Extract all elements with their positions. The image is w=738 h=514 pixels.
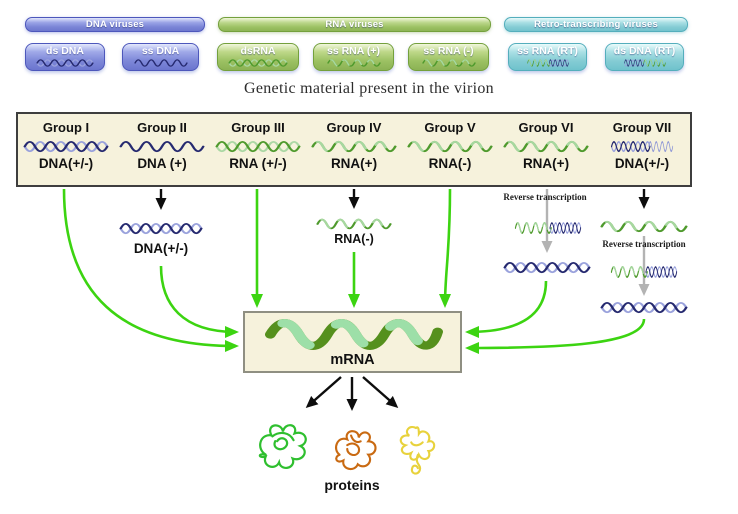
retro-viruses-family-bar: Retro-transcribing viruses	[504, 17, 688, 32]
virion-genome-groups-box: Group I DNA(+/-) Group II DNA (+) Group …	[16, 112, 692, 187]
group-2-column: Group II DNA (+)	[114, 120, 210, 185]
group7-to-mrna-arrow	[465, 318, 646, 354]
pill-ss-dna: ss DNA	[122, 43, 199, 71]
group7-reverse-transcription-label: Reverse transcription	[602, 239, 686, 249]
rna-wave-icon	[407, 139, 493, 154]
dna-viruses-family-bar: DNA viruses	[25, 17, 205, 32]
dna-rna-hybrid-icon	[616, 58, 674, 68]
pill-ss-rna-minus: ss RNA (-)	[408, 43, 489, 71]
group-2-genome: DNA (+)	[137, 156, 187, 171]
group-6-genome: RNA(+)	[522, 156, 570, 171]
group2-dna-helix-icon	[119, 221, 203, 236]
double-helix-rna-icon	[215, 139, 301, 154]
retro-viruses-family-label: Retro-transcribing viruses	[534, 19, 658, 30]
pill-ds-dna-rt: ds DNA (RT)	[605, 43, 684, 71]
pill-ss-dna-label: ss DNA	[141, 45, 180, 57]
rna-dna-hybrid-icon	[519, 58, 577, 68]
rna-wave-icon	[327, 58, 381, 68]
group6-rna-dna-hybrid-icon	[505, 220, 591, 236]
pill-ss-rna-minus-label: ss RNA (-)	[423, 45, 474, 57]
translation-arrow-right	[362, 376, 399, 408]
group-1-genome: DNA(+/-)	[38, 156, 94, 171]
group-5-column: Group V RNA(-)	[402, 120, 498, 185]
group-7-name: Group VII	[612, 120, 672, 135]
dna-wave-icon	[119, 139, 205, 154]
rna-wave-icon	[422, 58, 476, 68]
group-7-genome: DNA(+/-)	[614, 156, 670, 171]
double-helix-dna-icon	[36, 58, 94, 68]
group-4-genome: RNA(+)	[330, 156, 378, 171]
pill-ds-dna-rt-label: ds DNA (RT)	[613, 45, 676, 57]
rna-viruses-family-bar: RNA viruses	[218, 17, 491, 32]
rna-wave-icon	[311, 139, 397, 154]
dna-viruses-family-label: DNA viruses	[85, 19, 145, 30]
translation-arrow-left	[305, 376, 342, 408]
pill-ss-rna-plus: ss RNA (+)	[313, 43, 394, 71]
protein-green-icon	[258, 424, 307, 470]
pill-ss-rna-rt-label: ss RNA (RT)	[517, 45, 578, 57]
group7-rna-dna-hybrid-icon	[601, 264, 687, 280]
double-helix-dna-icon	[23, 139, 109, 154]
group7-dna-helix-icon	[600, 300, 688, 315]
group-3-genome: RNA (+/-)	[229, 156, 287, 171]
diagram-caption: Genetic material present in the virion	[244, 80, 494, 97]
group2-to-mrna-arrow	[159, 265, 239, 338]
group5-to-mrna-arrow	[439, 188, 452, 308]
pill-ss-rna-plus-label: ss RNA (+)	[327, 45, 380, 57]
group-3-name: Group III	[231, 120, 285, 135]
double-helix-rna-icon	[228, 58, 288, 68]
proteins-label: proteins	[324, 477, 380, 493]
mrna-ribbon-icon	[265, 318, 443, 351]
group-6-name: Group VI	[518, 120, 574, 135]
group1-to-mrna-arrow	[62, 188, 239, 352]
group4-intermediate-label: RNA(-)	[334, 232, 374, 246]
group4-rna-minus-wave-icon	[316, 217, 392, 231]
group-5-name: Group V	[424, 120, 476, 135]
pill-ds-rna-label: dsRNA	[240, 45, 276, 57]
group-2-name: Group II	[137, 120, 187, 135]
mrna-label: mRNA	[330, 352, 375, 368]
group-3-column: Group III RNA (+/-)	[210, 120, 306, 185]
group-4-column: Group IV RNA(+)	[306, 120, 402, 185]
dna-wave-icon	[134, 58, 188, 68]
group-4-name: Group IV	[326, 120, 382, 135]
group-7-column: Group VII DNA(+/-)	[594, 120, 690, 185]
dna-helix-wave-icon	[599, 139, 685, 154]
group-6-column: Group VI RNA(+)	[498, 120, 594, 185]
mrna-box: mRNA	[243, 311, 462, 373]
rna-viruses-family-label: RNA viruses	[325, 19, 384, 30]
group7-rna-wave-icon	[600, 219, 688, 234]
group2-intermediate-label: DNA(+/-)	[133, 241, 189, 256]
group-5-genome: RNA(-)	[428, 156, 472, 171]
rna-wave-icon	[503, 139, 589, 154]
pill-ds-dna: ds DNA	[25, 43, 105, 71]
pill-ds-dna-label: ds DNA	[46, 45, 84, 57]
protein-yellow-icon	[399, 425, 436, 475]
group6-reverse-transcription-label: Reverse transcription	[503, 192, 587, 202]
pill-ds-rna: dsRNA	[217, 43, 299, 71]
pill-ss-rna-rt: ss RNA (RT)	[508, 43, 587, 71]
group6-to-mrna-arrow	[465, 280, 548, 338]
group-1-name: Group I	[42, 120, 90, 135]
protein-orange-icon	[334, 430, 377, 471]
group6-dna-helix-icon	[503, 260, 591, 275]
group-1-column: Group I DNA(+/-)	[18, 120, 114, 185]
